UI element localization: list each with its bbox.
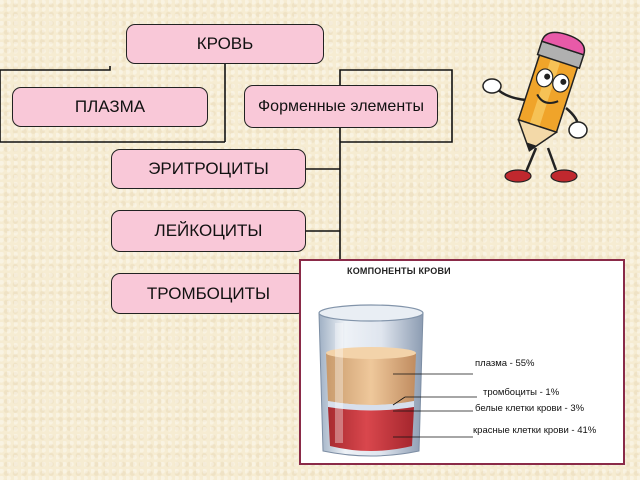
label-platelets: тромбоциты - 1%: [483, 387, 560, 398]
label-white-cells: белые клетки крови - 3%: [475, 403, 585, 414]
blood-components-panel: КОМПОНЕНТЫ КРОВИ плазма - 55% тромбоциты…: [299, 259, 625, 465]
node-thrombocytes: ТРОМБОЦИТЫ: [111, 273, 306, 314]
panel-title: КОМПОНЕНТЫ КРОВИ: [347, 266, 451, 276]
node-blood: КРОВЬ: [126, 24, 324, 64]
node-plasma: ПЛАЗМА: [12, 87, 208, 127]
label-red-cells: красные клетки крови - 41%: [473, 425, 597, 436]
node-leukocytes: ЛЕЙКОЦИТЫ: [111, 210, 306, 252]
node-erythrocytes: ЭРИТРОЦИТЫ: [111, 149, 306, 189]
beaker-illustration: [318, 304, 477, 457]
pencil-mascot-icon: [482, 31, 588, 183]
label-plasma: плазма - 55%: [475, 358, 535, 369]
node-formed-elements: Форменные элементы: [244, 85, 438, 128]
